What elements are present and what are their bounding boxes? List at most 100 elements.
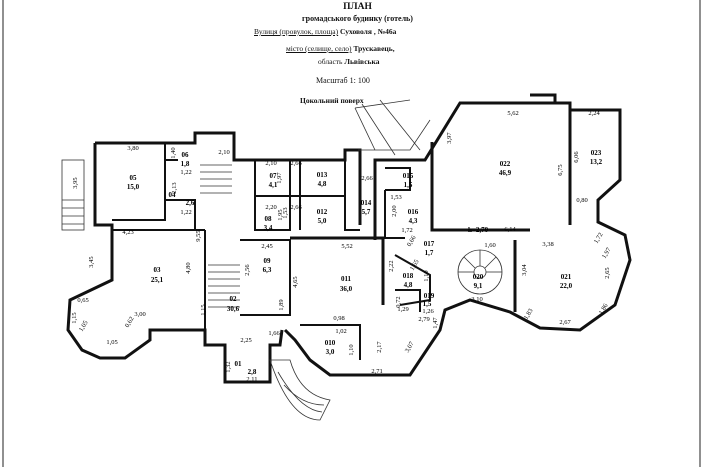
dimension-label: 0,62 [124, 316, 136, 329]
stairs-balcony [61, 159, 85, 231]
region-value: Львівська [344, 57, 380, 66]
room-id: 020 [473, 273, 484, 281]
dimension-label: 2,11 [246, 376, 257, 383]
room-area: 1,8 [181, 160, 190, 168]
dimension-label: 2,20 [265, 204, 276, 211]
dimension-label: 4,23 [122, 229, 133, 236]
dimension-label: 2,17 [376, 341, 383, 353]
dimension-label: 1,89 [278, 299, 285, 310]
dimension-label: 2,45 [261, 243, 272, 250]
room-id: 021 [561, 273, 572, 281]
room-area: 2,8 [248, 368, 257, 376]
dimension-label: 0,80 [576, 197, 587, 204]
room-id: 011 [341, 275, 352, 283]
dimension-label: 2,24 [588, 110, 600, 117]
room-area: 36,0 [340, 285, 353, 293]
dimension-label: 3,04 [521, 264, 528, 276]
dimension-label: 3,10 [471, 296, 482, 303]
ramp-hatch [354, 99, 431, 156]
dimension-label: 2,00 [391, 205, 398, 216]
spiral-stair [457, 249, 503, 295]
dimension-label: 1,15 [71, 312, 78, 323]
dimension-label: 1,83 [523, 308, 535, 321]
region-label: область [318, 57, 343, 66]
city-value: Трускавець, [353, 44, 395, 53]
room-area: 5,7 [362, 208, 371, 216]
dimension-label: 3,00 [134, 311, 145, 318]
room-area: 2,6 [186, 199, 195, 207]
room-id: 016 [408, 208, 419, 216]
street-line: Вулиця (провулок, площа) Суховоля , №46а [254, 27, 396, 36]
dimension-label: 3,45 [88, 256, 95, 267]
room-id: 05 [130, 174, 138, 182]
dimension-label: 1,10 [348, 344, 355, 355]
dimension-label: 1,97 [601, 246, 613, 260]
dimension-label: 6,14 [504, 226, 516, 233]
dimension-label: 3,95 [72, 177, 79, 188]
dimension-label: 1,26 [422, 308, 434, 315]
city-line: місто (селище, село) Трускавець, [286, 44, 395, 53]
dimension-label: 1,97 [276, 172, 283, 184]
room-id: 022 [500, 160, 511, 168]
dimension-label: 1,32 [225, 361, 232, 372]
dimension-label: 1,47 [432, 317, 439, 329]
room-area: 1,7 [425, 249, 434, 257]
room-area: 4,1 [269, 181, 278, 189]
dimension-label: 0,65 [77, 297, 88, 304]
room-area: 4,8 [318, 180, 327, 188]
interior-walls [112, 143, 431, 382]
room-id: 017 [424, 240, 435, 248]
room-id: 01 [235, 360, 243, 368]
room-area: 13,2 [590, 158, 603, 166]
dimension-label: 1,05 [106, 339, 117, 346]
dimension-label: 3,97 [446, 132, 453, 144]
room-area: 1,5 [404, 181, 413, 189]
room-labels: 01 2,8 02 30,6 03 25,1 04 2,6 05 15,0 06… [127, 149, 603, 376]
dimension-label: 2,66 [361, 175, 373, 182]
region-line: область Львівська [318, 57, 379, 66]
dimension-label: 1,10 [423, 270, 430, 281]
room-area: 6,3 [263, 266, 272, 274]
stairs-left [208, 264, 240, 308]
plan-title: ПЛАН [343, 2, 372, 12]
dimension-label: 1,60 [484, 242, 495, 249]
room-id: 06 [182, 151, 190, 159]
dimension-label: 6,75 [557, 164, 564, 175]
city-label: місто (селище, село) [286, 44, 352, 53]
room-area: 4,8 [404, 281, 413, 289]
room-id: 03 [154, 266, 162, 274]
room-area: 9,1 [474, 282, 483, 290]
dimension-label: 1,53 [390, 194, 401, 201]
room-id: 07 [270, 172, 278, 180]
room-id: 04 [169, 191, 177, 199]
dimension-label: 2,13 [171, 182, 178, 193]
dimension-label: 2,66 [290, 160, 302, 167]
room-area: 3,4 [264, 224, 273, 232]
room-area: 4,3 [409, 217, 418, 225]
dimension-label: 2,10 [218, 149, 229, 156]
dimension-label: 2,22 [388, 260, 395, 271]
dimension-label: 5,52 [341, 243, 352, 250]
room-id: 019 [424, 292, 435, 300]
outer-walls [66, 93, 632, 384]
dimension-label: 3,07 [404, 340, 416, 354]
room-id: 02 [230, 295, 238, 303]
room-area: 25,1 [151, 276, 164, 284]
room-id: 018 [403, 272, 414, 280]
dimension-label: 2,66 [290, 204, 302, 211]
dimension-label: 1,40 [170, 147, 177, 158]
dimension-label: 1,66 [268, 330, 280, 337]
dimension-label: 1,29 [397, 306, 408, 313]
dimension-label: 4,80 [185, 262, 192, 273]
dimension-label: 2,79 [418, 316, 429, 323]
entrance-stairs [269, 359, 331, 421]
ceiling-height: h=2,70 [468, 226, 489, 234]
dimension-label: 1,95 [277, 209, 284, 220]
room-area: 30,6 [227, 305, 240, 313]
room-id: 015 [403, 172, 414, 180]
dimension-label: 9,55 [195, 230, 202, 241]
dimension-label: 2,25 [240, 337, 251, 344]
dimension-label: 1,72 [593, 232, 605, 245]
dimension-label: 2,71 [371, 368, 382, 375]
